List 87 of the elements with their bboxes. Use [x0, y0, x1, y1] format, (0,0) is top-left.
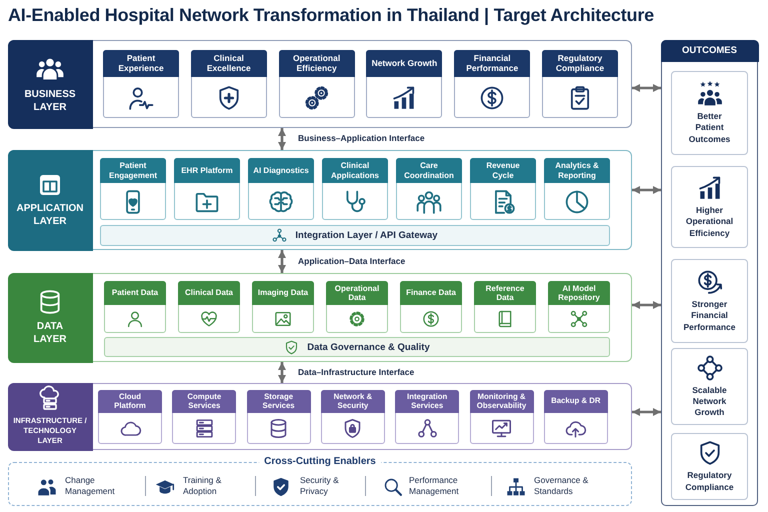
capability-card	[470, 390, 534, 444]
edge-label: Application–Data Interface	[296, 256, 408, 266]
outcome-label: Better Patient Outcomes	[688, 111, 732, 145]
gateway-bar	[100, 225, 610, 246]
capability-card	[252, 281, 314, 333]
card-title: Operational Efficiency	[278, 50, 355, 77]
capability-card	[190, 50, 267, 118]
card-title: AI Model Repository	[548, 281, 610, 305]
outcome-card	[671, 348, 748, 425]
capability-card	[544, 158, 610, 220]
edge-label: Business–Application Interface	[296, 133, 427, 143]
capability-card	[174, 158, 240, 220]
double-arrow	[632, 301, 661, 309]
capability-card	[104, 281, 166, 333]
capability-card	[98, 390, 162, 444]
layer-panel	[8, 40, 632, 128]
capability-card	[454, 50, 530, 118]
enabler-label: Governance & Standards	[534, 475, 590, 496]
enabler-label: Performance Management	[409, 475, 460, 496]
capability-card	[248, 158, 314, 220]
card-title: Patient Data	[104, 281, 166, 305]
outcome-label: Higher Operational Efficiency	[684, 205, 734, 239]
card-title: Regulatory Compliance	[542, 50, 618, 77]
layer-title: APPLICATION LAYER	[15, 202, 85, 228]
double-arrow	[632, 186, 661, 194]
bar-label: Data Governance & Quality	[307, 342, 430, 352]
outcomes-panel	[661, 40, 758, 506]
bar-label: Integration Layer / API Gateway	[295, 230, 438, 241]
double-arrow	[632, 408, 661, 416]
diagram-title: AI-Enabled Hospital Network Transformation in Thailand | Target Architecture	[8, 5, 654, 26]
capability-card	[396, 158, 462, 220]
capability-card	[103, 50, 179, 118]
capability-card	[322, 158, 388, 220]
layer-title: DATA LAYER	[32, 320, 68, 346]
double-arrow	[632, 84, 661, 92]
card-title: Analytics & Reporting	[544, 158, 610, 183]
layer-panel	[8, 383, 632, 450]
capability-card	[542, 50, 618, 118]
card-title: Clinical Excellence	[190, 50, 267, 77]
card-title: Network Growth	[366, 50, 442, 77]
capability-card	[278, 50, 355, 118]
capability-card	[100, 158, 166, 220]
panel-title: OUTCOMES	[660, 40, 758, 62]
layer-panel	[8, 150, 632, 250]
card-title: AI Diagnostics	[248, 158, 314, 183]
enabler-label: Training & Adoption	[183, 475, 222, 496]
outcome-label: Scalable Network Growth	[691, 384, 728, 418]
outcome-card	[671, 166, 748, 248]
card-title: Patient Engagement	[100, 158, 166, 183]
layer-title: BUSINESS LAYER	[23, 88, 77, 114]
outcome-label: Regulatory Compliance	[684, 470, 735, 493]
card-title: Revenue Cycle	[470, 158, 536, 183]
double-arrow	[278, 362, 286, 383]
capability-card	[400, 281, 462, 333]
capability-card	[548, 281, 610, 333]
card-title: EHR Platform	[174, 158, 240, 183]
capability-card	[178, 281, 240, 333]
card-title: Care Coordination	[396, 158, 462, 183]
capability-card	[395, 390, 460, 444]
edge-label: Data–Infrastructure Interface	[296, 366, 416, 376]
capability-card	[172, 390, 236, 444]
double-arrow	[278, 250, 286, 273]
panel-title: Cross-Cutting Enablers	[259, 456, 381, 467]
card-title: Operational Data	[326, 281, 388, 305]
outcome-label: Stronger Financial Performance	[682, 299, 736, 333]
card-title: Imaging Data	[252, 281, 314, 305]
capability-card	[326, 281, 388, 333]
capability-card	[320, 390, 385, 444]
outcome-card	[671, 433, 748, 500]
capability-card	[544, 390, 608, 444]
enabler-label: Security & Privacy	[300, 475, 340, 496]
card-title: Reference Data	[474, 281, 536, 305]
layer-panel	[8, 273, 632, 362]
outcome-card	[671, 259, 748, 343]
capability-card	[246, 390, 311, 444]
capability-card	[474, 281, 536, 333]
card-title: Clinical Data	[178, 281, 240, 305]
card-title: Finance Data	[400, 281, 462, 305]
double-arrow	[278, 128, 286, 150]
capability-card	[366, 50, 442, 118]
capability-card	[470, 158, 536, 220]
enabler-label: Change Management	[65, 475, 116, 496]
governance-bar	[104, 337, 610, 357]
card-title: Clinical Applications	[322, 158, 388, 183]
card-title: Patient Experience	[103, 50, 179, 77]
card-title: Financial Performance	[454, 50, 530, 77]
outcome-card	[671, 71, 748, 155]
